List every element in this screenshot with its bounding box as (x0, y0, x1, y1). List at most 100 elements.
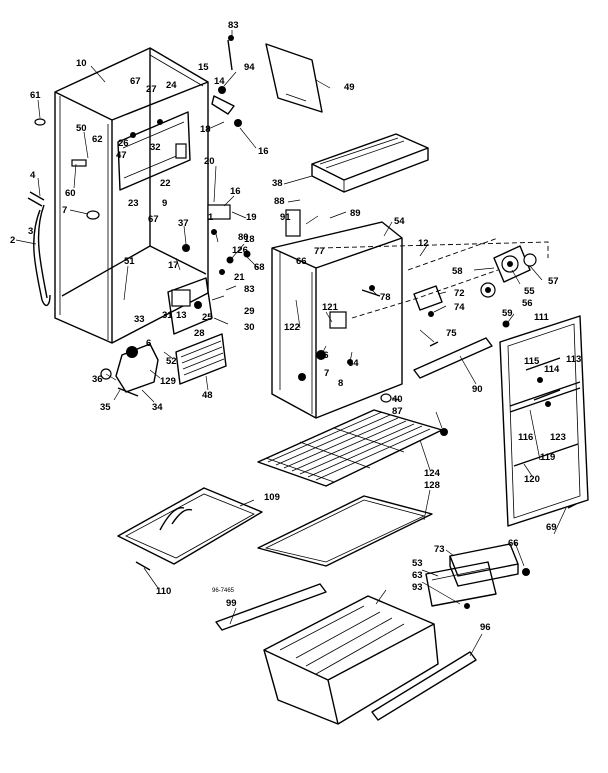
label-18b: 18 (244, 234, 255, 245)
label-109: 109 (264, 492, 280, 503)
drawing-note: 96-7465 (212, 588, 235, 594)
label-115: 115 (524, 356, 540, 367)
label-49: 49 (344, 82, 355, 93)
label-17: 17 (168, 260, 179, 271)
label-2: 2 (10, 235, 15, 246)
label-35: 35 (100, 402, 111, 413)
label-91: 91 (280, 212, 291, 223)
label-124: 124 (424, 468, 441, 479)
label-72: 72 (454, 288, 465, 299)
bin-53 (425, 561, 497, 607)
leader-lines (15, 30, 567, 657)
label-11: 1 (208, 212, 214, 223)
control-assembly (100, 343, 159, 397)
clip-40-87 (380, 393, 448, 436)
label-74: 74 (454, 302, 465, 313)
label-59: 59 (502, 308, 513, 319)
door-111 (499, 315, 589, 527)
screw-69 (567, 503, 577, 509)
knob-63 (464, 603, 470, 609)
label-111: 111 (534, 312, 550, 323)
part-4 (27, 191, 45, 207)
label-122: 122 (284, 322, 300, 333)
label-54: 54 (394, 216, 405, 227)
rail-96 (371, 651, 477, 721)
label-7: 7 (62, 205, 67, 216)
label-121: 121 (322, 302, 339, 313)
label-22: 22 (160, 178, 171, 189)
label-38: 38 (272, 178, 283, 189)
shelf-glass (257, 495, 433, 567)
label-78: 78 (380, 292, 391, 303)
label-13: 13 (176, 310, 187, 321)
label-29: 29 (244, 306, 255, 317)
fastener-61 (34, 118, 46, 126)
dashed-guide (319, 237, 549, 319)
label-30: 30 (244, 322, 255, 333)
label-73: 73 (434, 544, 445, 555)
freezer-liner (271, 209, 403, 419)
label-114: 114 (544, 364, 560, 375)
label-93: 93 (412, 582, 423, 593)
label-15: 15 (198, 62, 209, 73)
label-83b: 83 (244, 284, 255, 295)
thermostat-bracket (167, 277, 213, 335)
label-14: 14 (214, 76, 225, 87)
grille-48 (175, 333, 227, 385)
label-53b: 53 (412, 558, 423, 569)
label-57: 57 (548, 276, 559, 287)
bin-73 (449, 543, 519, 587)
drain-tube-inner (37, 204, 48, 299)
label-55: 55 (524, 286, 535, 297)
label-34: 34 (152, 402, 163, 413)
label-94: 94 (244, 62, 255, 73)
label-113: 113 (566, 354, 581, 365)
label-32: 32 (150, 142, 161, 153)
label-48: 48 (202, 390, 213, 401)
bracket-72 (361, 285, 443, 317)
panel-49 (265, 43, 323, 113)
trim-strip-90 (413, 337, 493, 379)
label-116: 116 (518, 432, 533, 443)
evaporator-cover (117, 111, 191, 191)
label-88: 88 (274, 196, 285, 207)
label-110: 110 (156, 586, 171, 597)
label-28: 28 (194, 328, 205, 339)
label-128: 128 (424, 480, 440, 491)
drip-tray-109 (117, 487, 263, 565)
label-6: 6 (146, 338, 151, 349)
label-80: 80 (238, 232, 249, 243)
fastener-60 (71, 159, 87, 167)
label-63: 63 (412, 570, 423, 581)
label-96: 96 (480, 622, 491, 633)
label-89: 89 (350, 208, 361, 219)
shelf-wire (257, 409, 443, 487)
label-3: 3 (28, 226, 33, 237)
label-77: 77 (314, 246, 325, 257)
fan-motor (480, 245, 537, 328)
label-19: 19 (246, 212, 257, 223)
label-37: 37 (178, 218, 189, 229)
label-61: 61 (30, 90, 41, 101)
label-47: 47 (116, 150, 127, 161)
label-66b: 66 (508, 538, 519, 549)
label-27: 27 (146, 84, 157, 95)
screw-75 (429, 341, 439, 347)
label-52: 52 (166, 356, 177, 367)
part-110 (135, 561, 151, 571)
label-87: 87 (392, 406, 403, 417)
clip-7 (86, 210, 100, 220)
label-4: 4 (30, 170, 36, 181)
label-62: 62 (92, 134, 103, 145)
label-99: 99 (226, 598, 237, 609)
label-31: 31 (162, 310, 173, 321)
label-8: 8 (338, 378, 343, 389)
label-67b: 67 (148, 214, 159, 225)
label-60: 60 (65, 188, 76, 199)
label-12: 12 (418, 238, 429, 249)
label-21: 21 (234, 272, 245, 283)
label-24: 24 (166, 80, 177, 91)
label-90: 90 (472, 384, 483, 395)
label-16a: 16 (258, 146, 269, 157)
